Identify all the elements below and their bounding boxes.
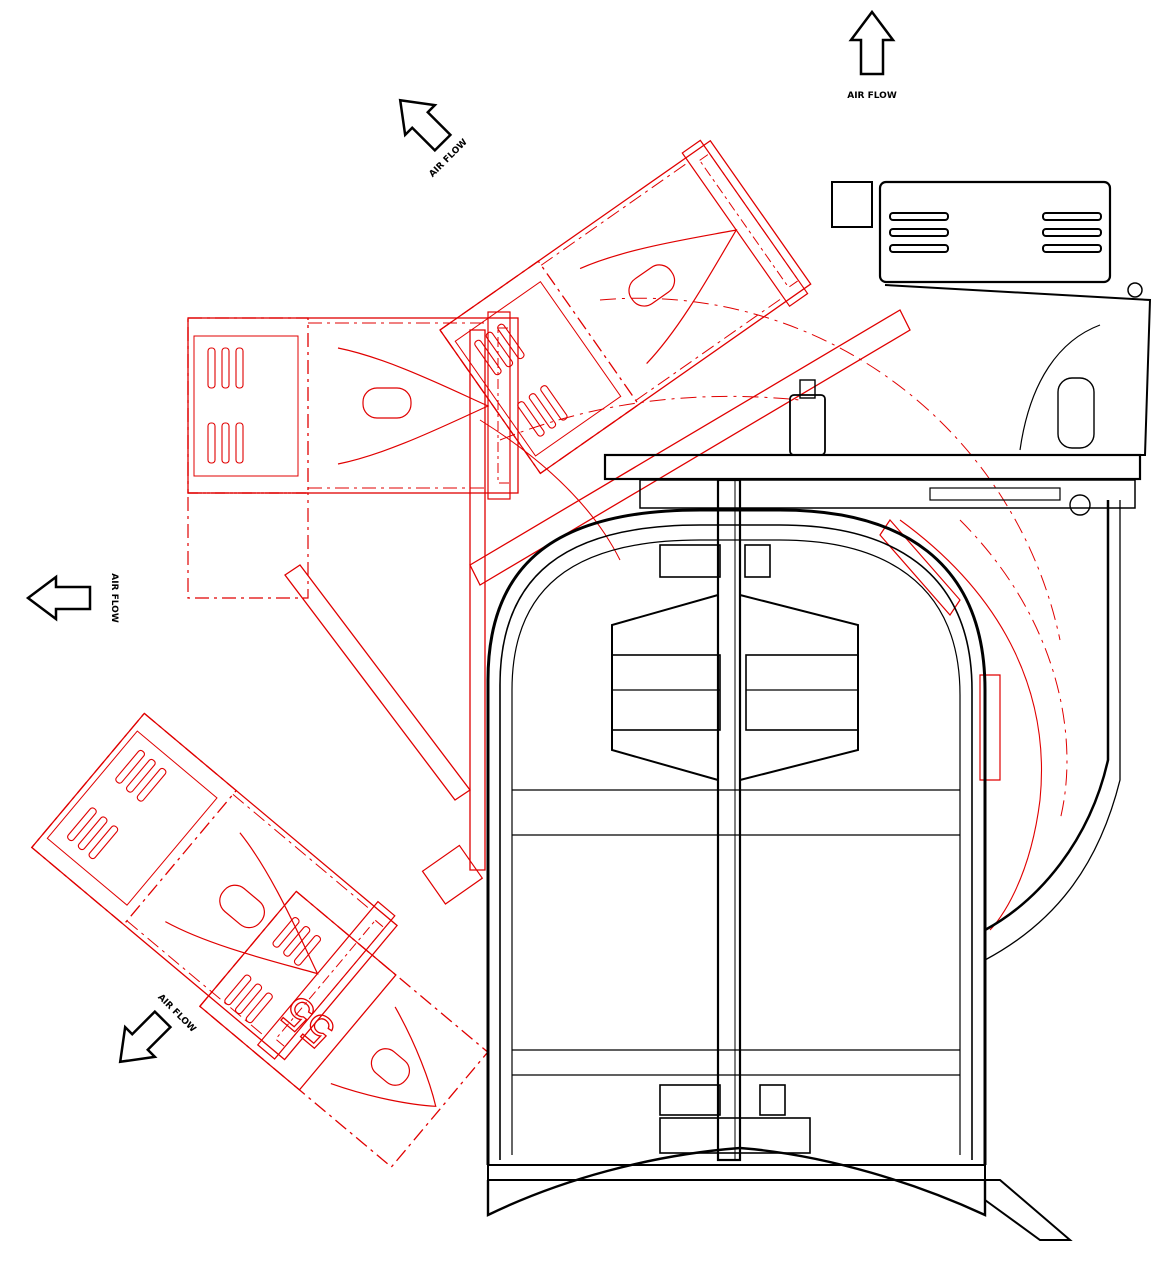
arrow-left-icon: [25, 574, 92, 622]
installed-fan-assembly: [486, 180, 1152, 1241]
arrow-up-icon: [848, 9, 896, 76]
airflow-label-top: AIR FLOW: [847, 91, 897, 101]
airflow-indicator-lower-left: AIR FLOW: [118, 993, 198, 1064]
part-number-label: 55: [271, 986, 344, 1059]
arched-fan-body: [486, 478, 1121, 1165]
airflow-label-left: AIR FLOW: [109, 573, 119, 623]
base-plate: [486, 1146, 1073, 1241]
arrow-up-left-icon: [398, 98, 453, 153]
airflow-indicator-upper-left: AIR FLOW: [398, 98, 470, 180]
airflow-indicator-left: AIR FLOW: [25, 573, 119, 623]
arrow-down-left-icon: [118, 1009, 173, 1064]
top-vent-housing: [831, 180, 1152, 456]
mounting-plate: [603, 379, 1142, 516]
alternate-position-outlines: 55: [27, 135, 1068, 1168]
airflow-indicator-top: AIR FLOW: [847, 9, 897, 101]
